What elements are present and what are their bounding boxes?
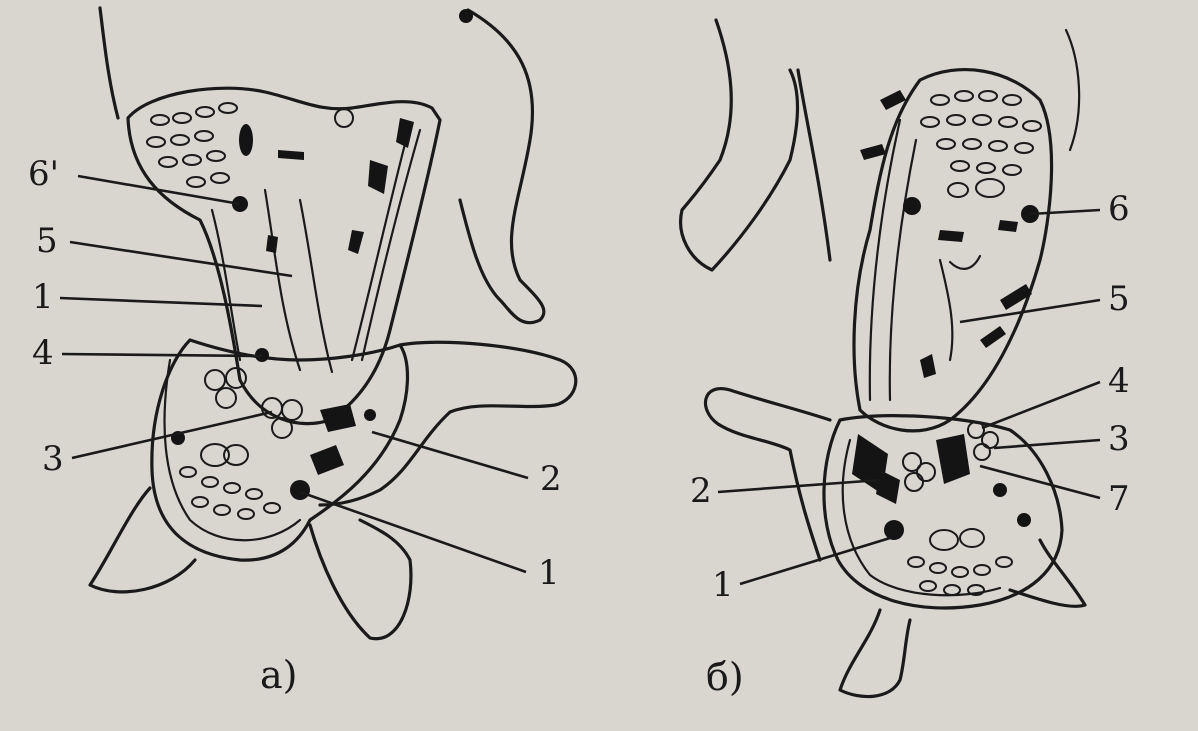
figure-b-right-strip [1066, 30, 1079, 150]
figure-a-edge-line [100, 8, 118, 118]
figure-b-left-tube [681, 20, 798, 270]
figure-a: 6' 5 1 4 3 2 1 а) [28, 8, 576, 697]
figure-b-label-3: 3 [1108, 419, 1130, 459]
figure-a-label-4: 4 [32, 333, 54, 373]
figure-b-label-1: 1 [712, 565, 734, 605]
figure-a-label-2: 2 [540, 459, 562, 499]
figure-b-label-4: 4 [1108, 361, 1130, 401]
figure-a-tube-tip [459, 9, 473, 23]
figure-b-caption: б) [706, 655, 744, 699]
figure-b-left-lobe [706, 389, 831, 560]
figure-b-label-6: 6 [1108, 189, 1130, 229]
figure-b-label-7: 7 [1108, 479, 1130, 519]
figure-a-label-5: 5 [36, 221, 58, 261]
figure-b-inner-line [890, 140, 916, 400]
figure-a-leaders [60, 176, 528, 572]
figure-a-inner-line [300, 200, 332, 372]
figure-a-tube [460, 10, 544, 323]
figure-a-label-3: 3 [42, 439, 64, 479]
figure-b-left-tube-line [798, 70, 830, 260]
figure-a-label-6prime: 6' [28, 154, 59, 194]
figure-b-right-lobe [1010, 540, 1085, 606]
figure-b-leaders [718, 210, 1100, 584]
figure-b-inner-line [940, 260, 952, 360]
figure-a-bottom-lobe [310, 520, 411, 639]
figure-b-label-5: 5 [1108, 279, 1130, 319]
figure-b-label-2: 2 [690, 471, 712, 511]
figure-a-upper-outline [128, 88, 440, 423]
figure-a-label-1: 1 [32, 277, 54, 317]
figure-a-inner-line [212, 210, 240, 360]
figure-a-caption: а) [260, 653, 297, 697]
figure-a-lower-outline [152, 340, 408, 560]
figure-b-bottom-lobe [840, 610, 910, 697]
figure-a-inner-line [265, 190, 300, 370]
figure-b: 6 5 4 3 2 7 1 б) [681, 20, 1130, 699]
figure-a-label-1b: 1 [538, 553, 560, 593]
figure-a-upper-cells [147, 103, 353, 212]
figure-a-labels: 6' 5 1 4 3 2 1 а) [28, 154, 562, 697]
